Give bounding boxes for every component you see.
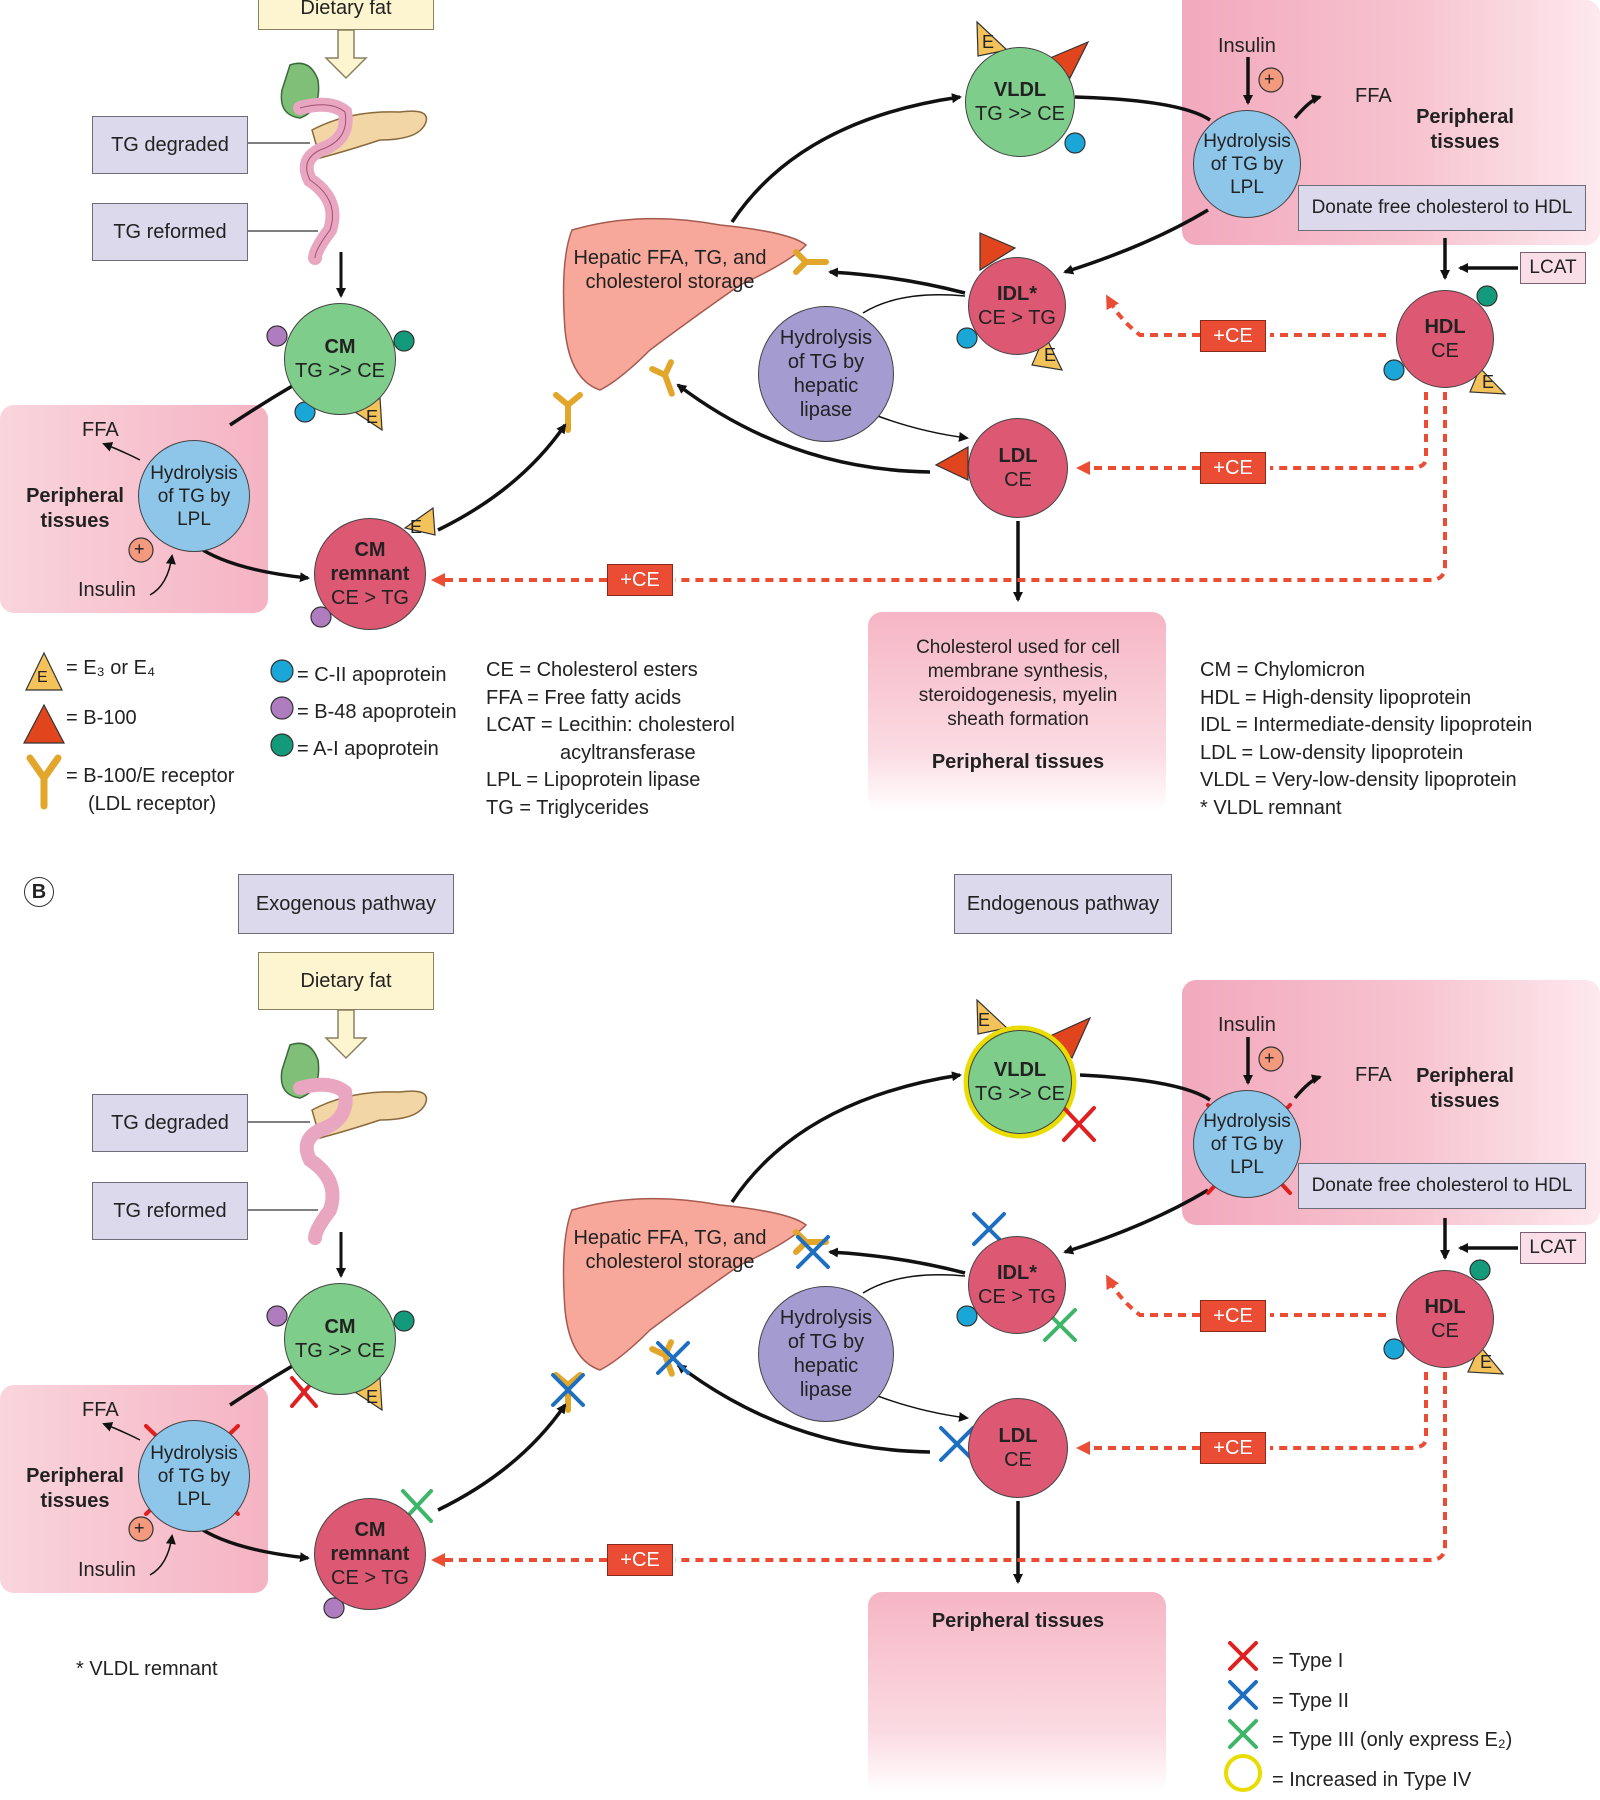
- cm-remnant-apo-e-label: E: [410, 515, 422, 539]
- cm-particle: CM TG >> CE: [284, 303, 396, 415]
- cm-particle-b: CM TG >> CE: [284, 1283, 396, 1395]
- legend-a1: = A-I apoprotein: [297, 731, 457, 768]
- peripheral-tissues-right: Peripheral tissues: [1405, 105, 1525, 155]
- tg-reformed-box: TG reformed: [92, 203, 248, 261]
- hepatic-lipase-hydrolysis: Hydrolysis of TG by hepatic lipase: [758, 306, 894, 442]
- plus-right: +: [1264, 67, 1275, 91]
- lpl-hydrolysis-left-b: Hydrolysis of TG by LPL: [138, 1420, 250, 1532]
- tg-degraded-box: TG degraded: [92, 116, 248, 174]
- liver-label: Hepatic FFA, TG, and cholesterol storage: [570, 246, 770, 294]
- plus-ce-tag-2: +CE: [1200, 452, 1266, 484]
- vldl-remnant-note: * VLDL remnant: [76, 1657, 218, 1681]
- cm-apo-e-label: E: [366, 405, 378, 429]
- cm-name: CM: [324, 335, 355, 359]
- dietary-fat-arrow: [326, 30, 366, 78]
- plus-ce-tag-3-b: +CE: [607, 1544, 673, 1576]
- plus-ce-tag-3: +CE: [607, 564, 673, 596]
- ldl-particle: LDL CE: [968, 418, 1068, 518]
- vldl-particle: VLDL TG >> CE: [965, 47, 1075, 157]
- ffa-left: FFA: [82, 418, 119, 442]
- insulin-right-b: Insulin: [1218, 1013, 1276, 1037]
- plus-left-b: +: [134, 1516, 145, 1540]
- type3-marks: [403, 1310, 1075, 1521]
- plus-left: +: [134, 537, 145, 561]
- idl-apo-e-label: E: [1044, 343, 1056, 367]
- ffa-right: FFA: [1355, 84, 1392, 108]
- peripheral-tissues-left-b: Peripheral tissues: [20, 1464, 130, 1514]
- insulin-left-b: Insulin: [78, 1558, 136, 1582]
- idl-particle-b: IDL* CE > TG: [968, 1236, 1066, 1334]
- legend-e-letter: E: [37, 666, 48, 690]
- legend-type4: = Increased in Type IV: [1272, 1761, 1512, 1800]
- ffa-left-b: FFA: [82, 1398, 119, 1422]
- insulin-right: Insulin: [1218, 34, 1276, 58]
- peripheral-tissues-bottom-b: Peripheral tissues: [893, 1609, 1143, 1634]
- tg-reformed-box-b: TG reformed: [92, 1182, 248, 1240]
- legend-receptor-1: = B-100/E receptor: [66, 763, 234, 791]
- legend-apoproteins: = C-II apoprotein = B-48 apoprotein = A-…: [297, 657, 457, 768]
- ldl-particle-b: LDL CE: [968, 1398, 1068, 1498]
- legend-type2: = Type II: [1272, 1682, 1512, 1722]
- vldl-apo-e-label-b: E: [978, 1008, 990, 1032]
- lpl-hydrolysis-left: Hydrolysis of TG by LPL: [138, 440, 250, 552]
- hdl-apo-e-label: E: [1482, 370, 1494, 394]
- endogenous-pathway-box: Endogenous pathway: [954, 874, 1172, 934]
- plus-right-b: +: [1264, 1046, 1275, 1070]
- vldl-particle-b: VLDL TG >> CE: [968, 1030, 1072, 1134]
- peripheral-tissues-bottom: Peripheral tissues: [893, 750, 1143, 775]
- lpl-hydrolysis-right-b: Hydrolysis of TG by LPL: [1193, 1090, 1301, 1198]
- legend-c2: = C-II apoprotein: [297, 657, 457, 694]
- legend-b48: = B-48 apoprotein: [297, 694, 457, 731]
- legend-abbreviations-right: CM = Chylomicron HDL = High-density lipo…: [1200, 657, 1532, 822]
- hdl-particle: HDL CE: [1396, 290, 1494, 388]
- peripheral-tissues-left: Peripheral tissues: [20, 484, 130, 534]
- hepatic-lipase-hydrolysis-b: Hydrolysis of TG by hepatic lipase: [758, 1286, 894, 1422]
- legend-e3e4: = E₃ or E₄: [66, 655, 234, 705]
- dietary-fat-box-b: Dietary fat: [258, 952, 434, 1010]
- idl-particle: IDL* CE > TG: [968, 257, 1066, 355]
- liver-label-b: Hepatic FFA, TG, and cholesterol storage: [570, 1226, 770, 1274]
- panel-b-label: B: [24, 877, 54, 907]
- lcat-box: LCAT: [1520, 252, 1586, 284]
- legend-symbols: = E₃ or E₄ = B-100 = B-100/E receptor (L…: [66, 655, 234, 818]
- plus-ce-tag-2-b: +CE: [1200, 1432, 1266, 1464]
- legend-b100: = B-100: [66, 705, 234, 763]
- legend-receptor-2: (LDL receptor): [66, 791, 234, 819]
- plus-ce-tag-1-b: +CE: [1200, 1300, 1266, 1332]
- ffa-right-b: FFA: [1355, 1063, 1392, 1087]
- exogenous-pathway-box: Exogenous pathway: [238, 874, 454, 934]
- cm-ratio: TG >> CE: [295, 359, 385, 383]
- tg-degraded-box-b: TG degraded: [92, 1094, 248, 1152]
- plus-ce-tag-1: +CE: [1200, 320, 1266, 352]
- dietary-fat-box: Dietary fat: [258, 0, 434, 30]
- cm-remnant-particle-b: CM remnant CE > TG: [314, 1498, 426, 1610]
- cm-apo-e-label-b: E: [366, 1385, 378, 1409]
- cholesterol-use-text: Cholesterol used for cell membrane synth…: [893, 636, 1143, 732]
- legend-type1: = Type I: [1272, 1642, 1512, 1682]
- donate-cholesterol-box-b: Donate free cholesterol to HDL: [1298, 1163, 1586, 1209]
- legend-abbreviations-mid: CE = Cholesterol esters FFA = Free fatty…: [486, 657, 735, 822]
- type-legend: = Type I = Type II = Type III (only expr…: [1272, 1642, 1512, 1800]
- lcat-box-b: LCAT: [1520, 1232, 1586, 1264]
- lpl-hydrolysis-right: Hydrolysis of TG by LPL: [1193, 110, 1301, 218]
- insulin-left: Insulin: [78, 578, 136, 602]
- hdl-apo-e-label-b: E: [1480, 1350, 1492, 1374]
- donate-cholesterol-box: Donate free cholesterol to HDL: [1298, 185, 1586, 231]
- peripheral-tissues-right-b: Peripheral tissues: [1405, 1064, 1525, 1114]
- legend-type3: = Type III (only express E₂): [1272, 1721, 1512, 1761]
- vldl-apo-e-label: E: [982, 30, 994, 54]
